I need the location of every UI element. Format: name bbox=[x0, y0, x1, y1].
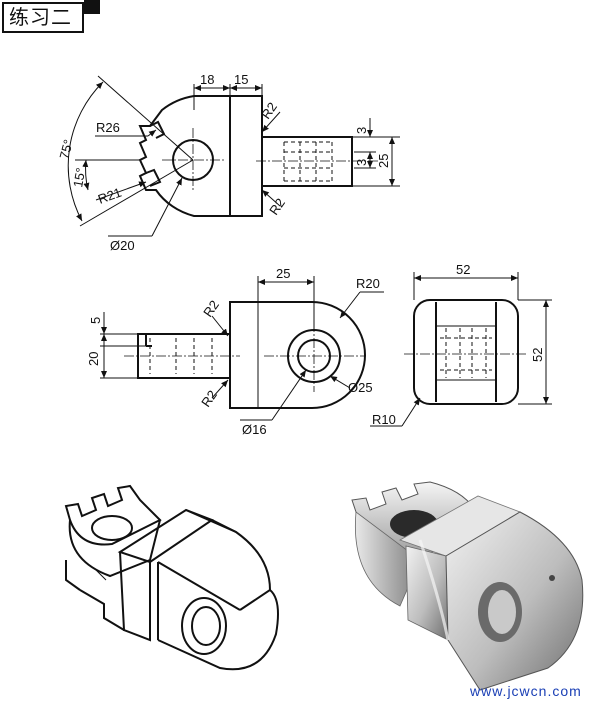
render-lug-side bbox=[354, 511, 421, 607]
front-body-outline bbox=[138, 95, 263, 217]
dim-dia16: Ø16 bbox=[242, 422, 267, 437]
dim-dia25: Ø25 bbox=[348, 380, 373, 395]
dim-r2-bottom: R2 bbox=[266, 195, 288, 217]
render-highlight bbox=[418, 539, 450, 641]
angle-ray-upper bbox=[97, 75, 194, 161]
leader-r2-top bbox=[261, 111, 281, 133]
dim-dia20: Ø20 bbox=[110, 238, 135, 253]
corner-mark bbox=[84, 0, 100, 14]
iso-base-left bbox=[65, 560, 81, 591]
isometric-shaded-render bbox=[351, 481, 584, 691]
dim-5: 5 bbox=[88, 317, 103, 324]
side-view: 52 52 R10 bbox=[370, 262, 552, 427]
iso-body-top bbox=[185, 509, 272, 611]
dim-angle-75: 75° bbox=[56, 138, 76, 161]
iso-block-top bbox=[117, 508, 215, 564]
watermark-text: www.jcwcn.com bbox=[470, 683, 582, 699]
iso-lug-edge bbox=[95, 569, 107, 581]
iso-body-ridge bbox=[211, 519, 237, 533]
dim-52-height: 52 bbox=[530, 348, 545, 362]
render-small-hole bbox=[549, 575, 555, 581]
dim-angle-15: 15° bbox=[70, 167, 88, 189]
dim-r26: R26 bbox=[96, 120, 120, 135]
dim-r20: R20 bbox=[356, 276, 380, 291]
leader-dia20 bbox=[151, 177, 183, 237]
leader-r21 bbox=[95, 181, 147, 201]
exercise-title: 练习二 bbox=[2, 2, 84, 33]
isometric-line-drawing bbox=[64, 484, 279, 671]
angle-arc-75 bbox=[67, 81, 104, 222]
leader-r2-top-view-a bbox=[211, 315, 229, 337]
dim-18: 18 bbox=[200, 72, 214, 87]
iso-body-front bbox=[157, 589, 279, 671]
front-notch-upper bbox=[149, 120, 166, 139]
leader-r2-bottom bbox=[261, 189, 281, 207]
dim-r10: R10 bbox=[372, 412, 396, 427]
dim-15: 15 bbox=[234, 72, 248, 87]
dim-25: 25 bbox=[376, 154, 391, 168]
leader-r20 bbox=[339, 291, 361, 319]
iso-lug-hole bbox=[91, 515, 133, 541]
render-bore-inner bbox=[488, 590, 516, 634]
top-view: 25 R20 Ø25 Ø16 R2 R2 5 20 bbox=[86, 266, 384, 437]
leader-r10 bbox=[401, 397, 421, 427]
iso-body-bore-outer bbox=[181, 597, 227, 655]
iso-body-bore-inner bbox=[191, 606, 221, 646]
dim-r2-top-view-b: R2 bbox=[198, 387, 220, 409]
dim-25-top: 25 bbox=[276, 266, 290, 281]
angle-arc-15 bbox=[82, 159, 90, 191]
leader-dia16 bbox=[271, 369, 307, 421]
iso-body-fold bbox=[157, 561, 241, 611]
top-body-outline bbox=[229, 301, 366, 409]
iso-base-edge bbox=[79, 589, 125, 631]
dim-52-width: 52 bbox=[456, 262, 470, 277]
front-view: 18 15 R2 R2 3 3 25 75° 15° R26 R21 bbox=[56, 72, 400, 253]
side-body-outline bbox=[413, 299, 519, 405]
dim-r2-top-view-a: R2 bbox=[200, 297, 222, 319]
dim-3a: 3 bbox=[354, 127, 369, 134]
dim-20-top: 20 bbox=[86, 352, 101, 366]
dim-3b: 3 bbox=[354, 159, 369, 166]
front-shaft-outline bbox=[262, 136, 353, 187]
leader-r2-top-view-b bbox=[211, 379, 229, 399]
front-notch-lower bbox=[145, 168, 162, 187]
leader-dia25 bbox=[329, 375, 351, 389]
leader-r26-tip bbox=[147, 129, 157, 137]
iso-lug-side bbox=[68, 519, 161, 578]
iso-lug-top bbox=[64, 484, 162, 546]
iso-block-side bbox=[119, 551, 151, 642]
